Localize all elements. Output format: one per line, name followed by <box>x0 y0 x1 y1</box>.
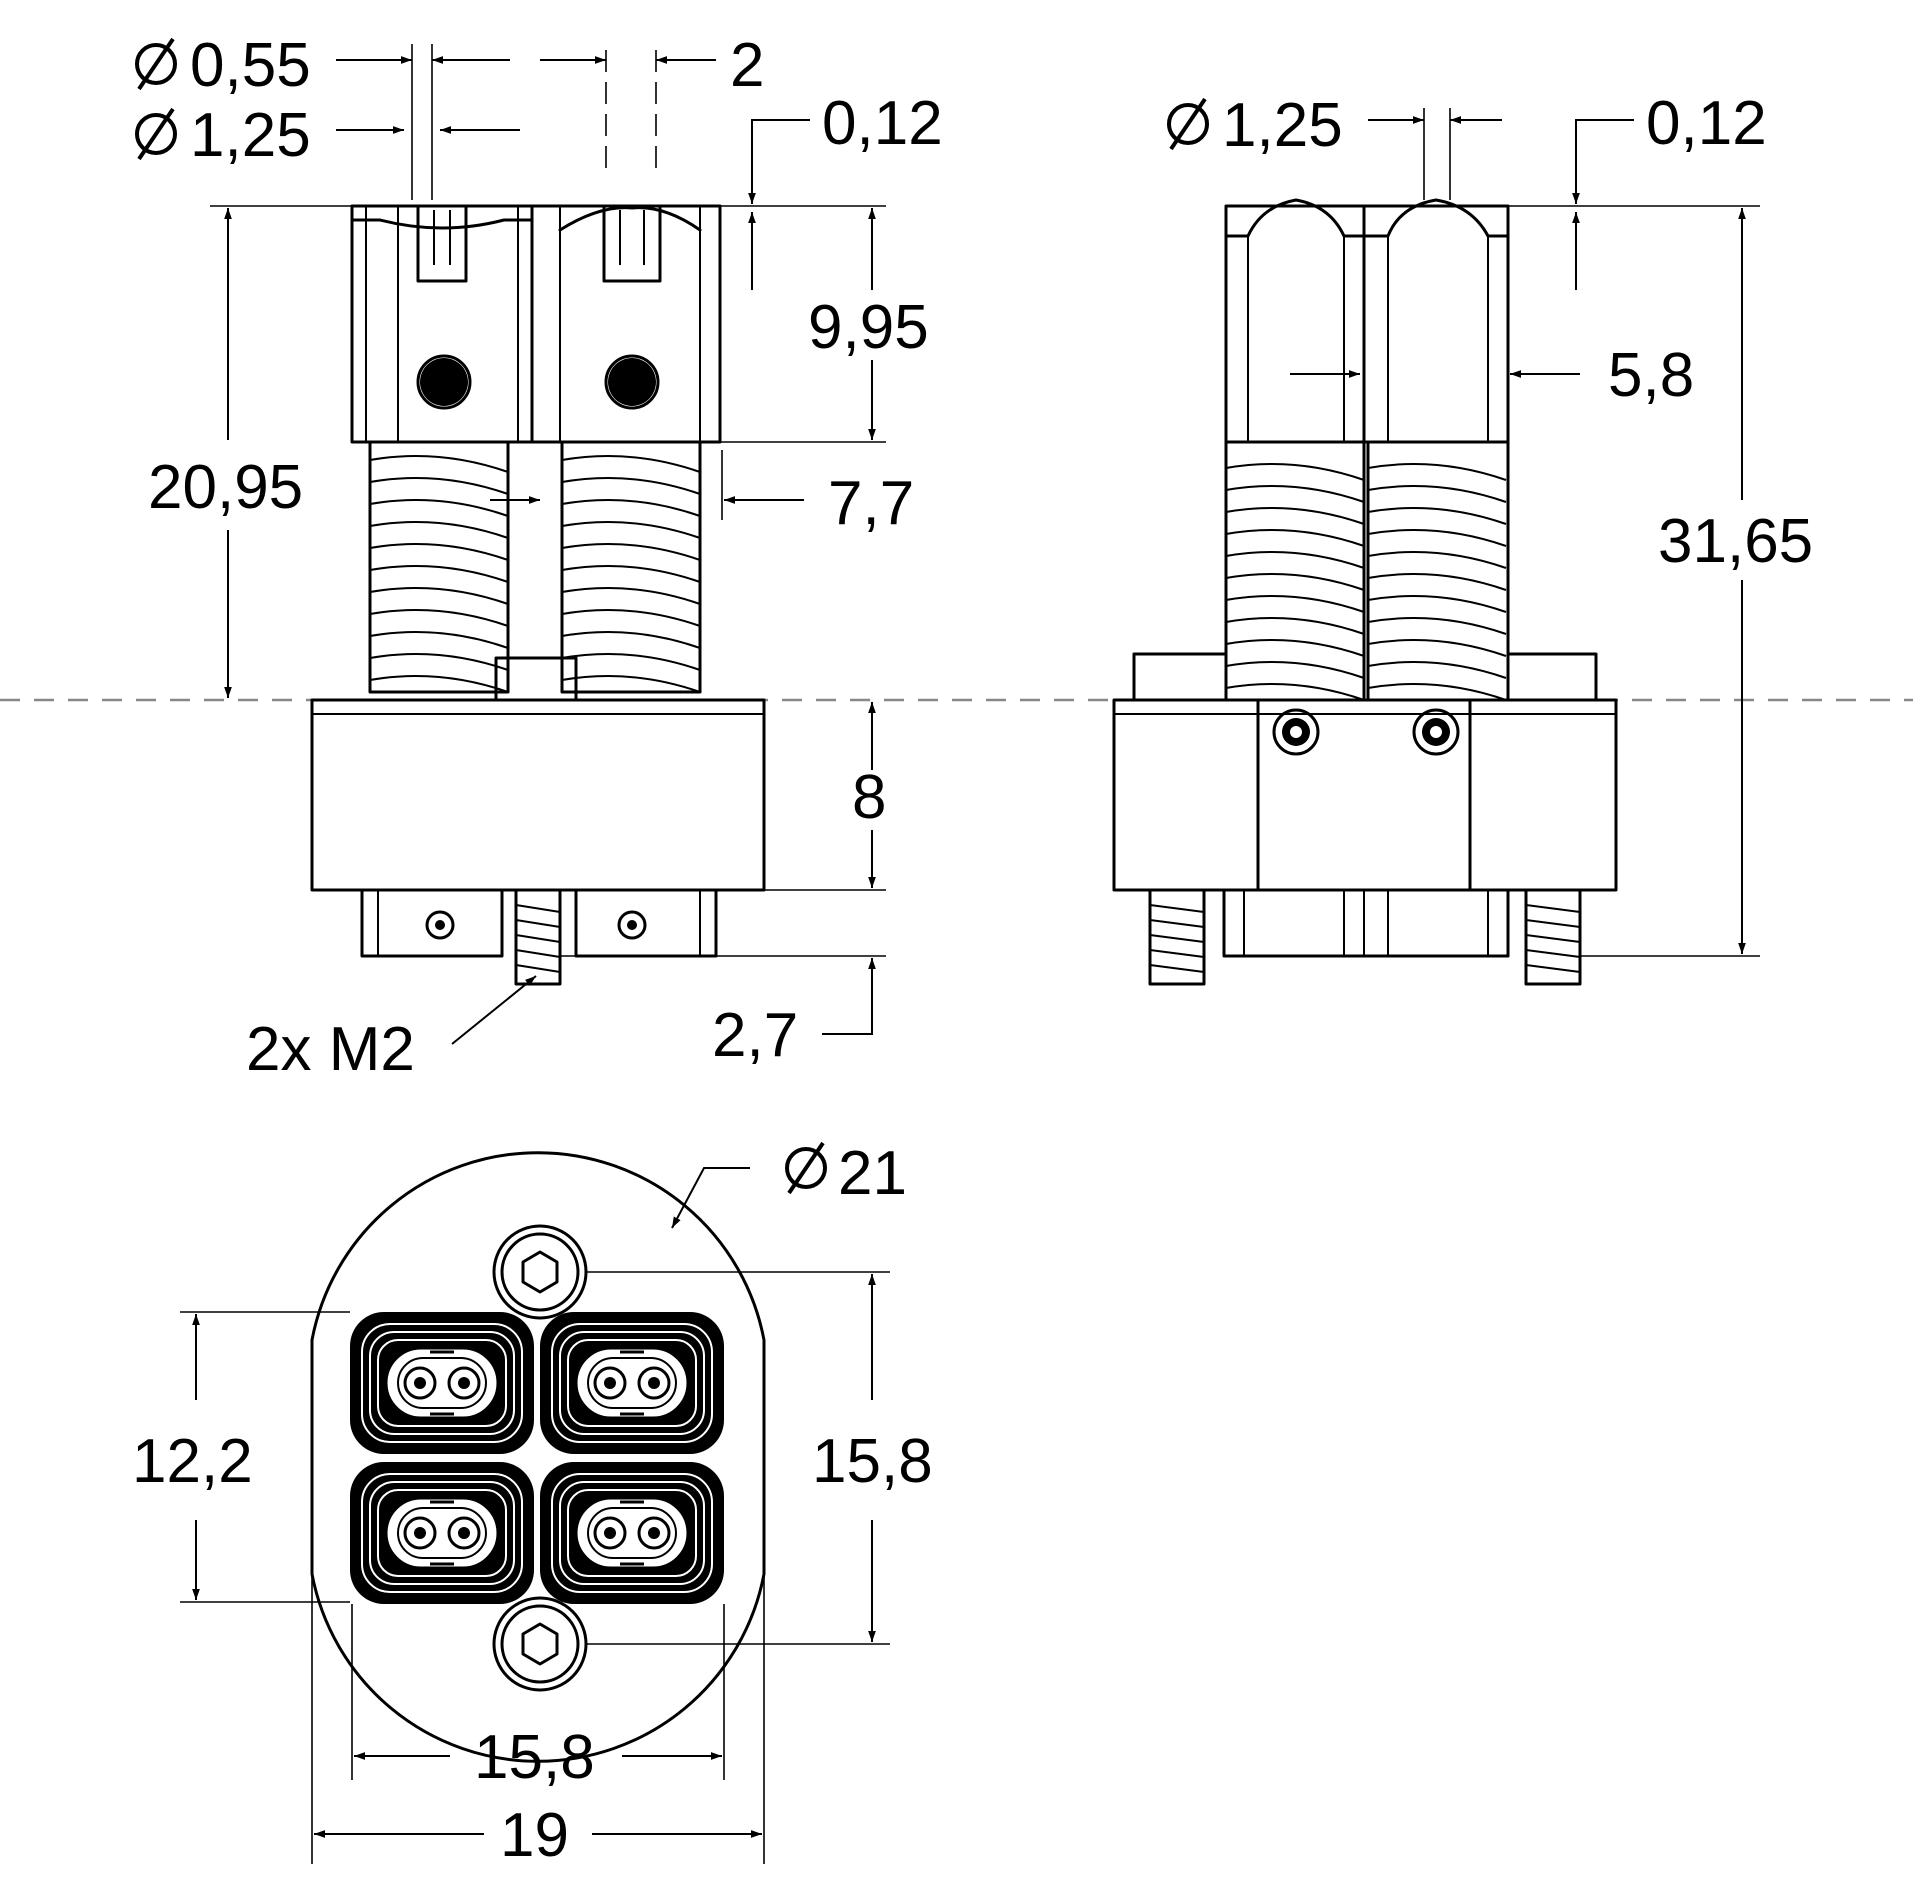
top-dimensions: 21 12,2 15,8 15,8 19 <box>132 1139 933 1870</box>
side-contact-right <box>1362 198 1510 444</box>
label-screw-m2: 2x M2 <box>246 1015 415 1084</box>
m2-screw <box>1524 888 1582 986</box>
dim-base-8: 8 <box>852 763 886 832</box>
diameter-symbol <box>135 107 177 161</box>
hex-socket-screw-bottom <box>492 1596 588 1692</box>
dim-top-width-15-8: 15,8 <box>474 1723 595 1792</box>
dim-top-height-12-2: 12,2 <box>132 1427 253 1496</box>
side-spring-left <box>1224 440 1366 702</box>
dim-pitch-2: 2 <box>730 31 764 100</box>
dim-width-7-7: 7,7 <box>828 469 914 538</box>
dim-side-offset-0-12: 0,12 <box>1646 89 1767 158</box>
front-view <box>310 204 766 986</box>
side-spring-right <box>1366 440 1510 702</box>
dim-top-width-19: 19 <box>500 1801 569 1870</box>
m2-screw <box>1148 888 1206 986</box>
dim-dia-1-25: 1,25 <box>190 101 311 170</box>
dim-top-height-15-8: 15,8 <box>812 1427 933 1496</box>
front-contact-left <box>350 204 534 444</box>
front-dimensions: 0,55 1,25 2 0,12 9,95 20,95 7,7 <box>135 31 943 1084</box>
front-base <box>310 698 766 892</box>
front-contact-right <box>530 204 722 444</box>
front-spring-left <box>368 440 510 694</box>
m2-screw <box>514 888 562 986</box>
dim-screw-2-7: 2,7 <box>712 1001 798 1070</box>
diameter-symbol <box>1167 97 1209 151</box>
dim-dia-0-55: 0,55 <box>190 31 311 100</box>
dim-height-9-95: 9,95 <box>808 293 929 362</box>
diameter-symbol <box>785 1141 827 1195</box>
dim-side-height-31-65: 31,65 <box>1658 507 1813 576</box>
set-screw <box>608 358 656 406</box>
insert-module <box>350 1312 534 1454</box>
diameter-symbol <box>135 37 177 91</box>
top-view <box>310 1151 766 1864</box>
side-view <box>1112 198 1618 986</box>
dim-side-dia-1-25: 1,25 <box>1222 91 1343 160</box>
dim-height-20-95: 20,95 <box>148 453 303 522</box>
side-dimensions: 1,25 0,12 5,8 31,65 <box>1167 89 1813 957</box>
dim-offset-0-12: 0,12 <box>822 89 943 158</box>
flange-outline <box>310 1151 766 1763</box>
side-base <box>1112 698 1618 892</box>
set-screw <box>420 358 468 406</box>
dim-top-dia-21: 21 <box>838 1139 907 1208</box>
side-contact-left <box>1224 198 1366 444</box>
hex-socket-screw-top <box>492 1224 588 1320</box>
dim-side-width-5-8: 5,8 <box>1608 341 1694 410</box>
front-spring-right <box>560 440 702 694</box>
